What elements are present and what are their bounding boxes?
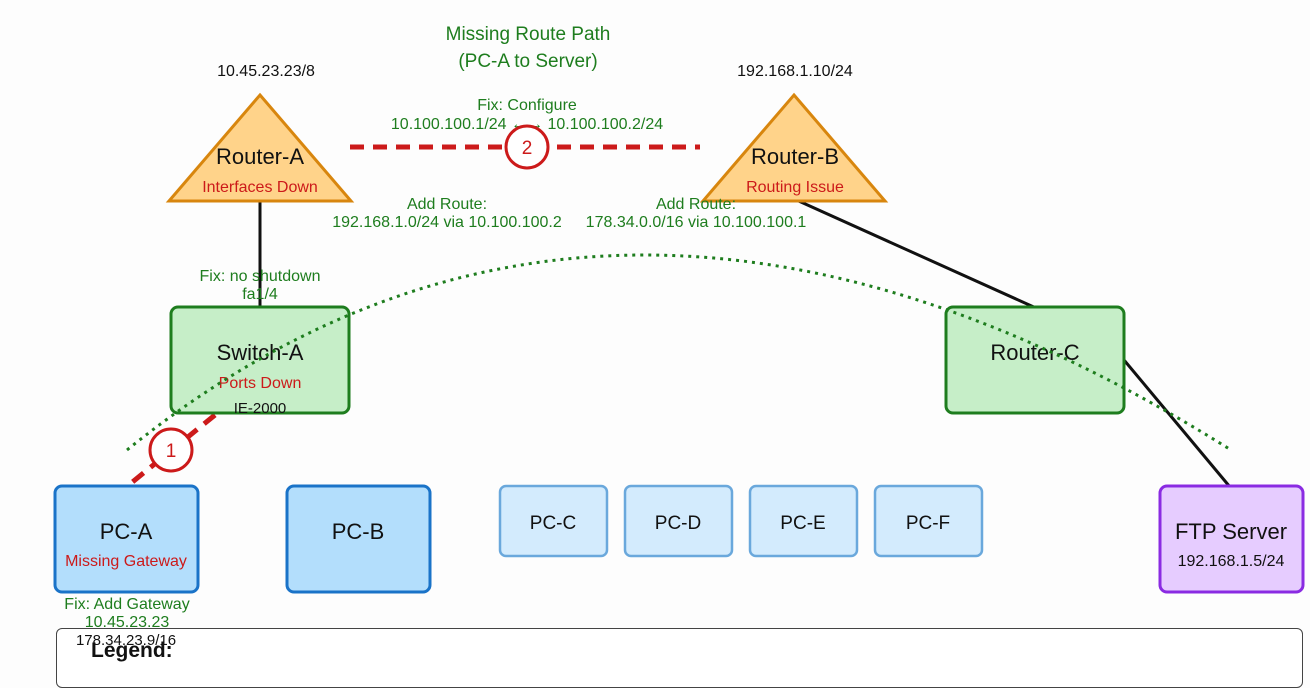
ftp-server-shape [1158, 484, 1305, 594]
issue-marker-1-circle [148, 427, 194, 473]
pc-c-shape [498, 484, 609, 558]
pc-e-shape [748, 484, 859, 558]
router-c-label: Router-C [990, 340, 1079, 365]
diagram-title-line2: (PC-A to Server) [458, 51, 597, 72]
switch-a-status: Ports Down [219, 375, 302, 392]
legend-box: Legend: [56, 628, 1303, 688]
link-router-b-router-c [791, 196, 1037, 310]
router-b-status: Routing Issue [746, 179, 844, 196]
router-c[interactable]: Router-C [944, 305, 1126, 415]
route-b-line2: 178.34.0.0/16 via 10.100.100.1 [586, 214, 807, 231]
issue-marker-2-label: 2 [522, 138, 533, 159]
ftp-server-label: FTP Server [1175, 519, 1287, 544]
fix-link-line1: Fix: Configure [477, 97, 577, 114]
issue-marker-2: 2 [504, 124, 550, 170]
issue-marker-1-label: 1 [166, 441, 177, 462]
pc-e-label: PC-E [780, 513, 825, 534]
route-a-line2: 192.168.1.0/24 via 10.100.100.2 [332, 214, 562, 231]
pc-f-shape [873, 484, 984, 558]
switch-a[interactable]: Switch-A Ports Down IE-2000 [169, 305, 351, 417]
route-a-line1: Add Route: [407, 196, 487, 213]
pc-f-label: PC-F [906, 513, 950, 534]
pc-b[interactable]: PC-B [285, 484, 432, 594]
pc-d[interactable]: PC-D [623, 484, 734, 558]
pc-d-label: PC-D [655, 513, 701, 534]
router-b-shape [699, 92, 889, 203]
router-b-label: Router-B [751, 144, 839, 169]
fix-link-line2: 10.100.100.1/24 ←→ 10.100.100.2/24 [391, 116, 663, 133]
pc-e[interactable]: PC-E [748, 484, 859, 558]
fix-pc-line2: 10.45.23.23 [85, 614, 170, 631]
diagram-title-line1: Missing Route Path [446, 24, 611, 45]
legend-title: Legend: [91, 639, 173, 662]
pc-c[interactable]: PC-C [498, 484, 609, 558]
fix-switch-line1: Fix: no shutdown [200, 268, 321, 285]
pc-b-label: PC-B [332, 519, 385, 544]
pc-d-shape [623, 484, 734, 558]
router-b[interactable]: Router-B Routing Issue [699, 92, 889, 203]
pc-a[interactable]: PC-A Missing Gateway [53, 484, 200, 594]
fix-pc-line1: Fix: Add Gateway [64, 596, 189, 613]
network-diagram: Missing Route Path (PC-A to Server) Rout… [53, 24, 1305, 631]
router-b-ip: 192.168.1.10/24 [737, 63, 853, 80]
fix-switch-line2: fa1/4 [242, 286, 278, 303]
pc-c-label: PC-C [530, 513, 576, 534]
pc-a-label: PC-A [100, 519, 153, 544]
pc-a-shape [53, 484, 200, 594]
missing-route-path-arc [126, 253, 1232, 452]
pc-a-status: Missing Gateway [65, 553, 187, 570]
switch-a-model: IE-2000 [234, 400, 287, 417]
pc-f[interactable]: PC-F [873, 484, 984, 558]
switch-a-label: Switch-A [217, 340, 304, 365]
issue-marker-1: 1 [148, 427, 194, 473]
issue-marker-2-circle [504, 124, 550, 170]
link-router-c-ftp-server [1122, 359, 1232, 488]
router-c-shape [944, 305, 1126, 415]
router-a-label: Router-A [216, 144, 304, 169]
router-a[interactable]: Router-A Interfaces Down [165, 92, 355, 203]
route-b-line1: Add Route: [656, 196, 736, 213]
router-a-shape [165, 92, 355, 203]
router-a-ip: 10.45.23.23/8 [217, 63, 315, 80]
ftp-server-ip: 192.168.1.5/24 [1178, 553, 1285, 570]
router-a-status: Interfaces Down [202, 179, 318, 196]
pc-b-shape [285, 484, 432, 594]
ftp-server[interactable]: FTP Server 192.168.1.5/24 [1158, 484, 1305, 594]
